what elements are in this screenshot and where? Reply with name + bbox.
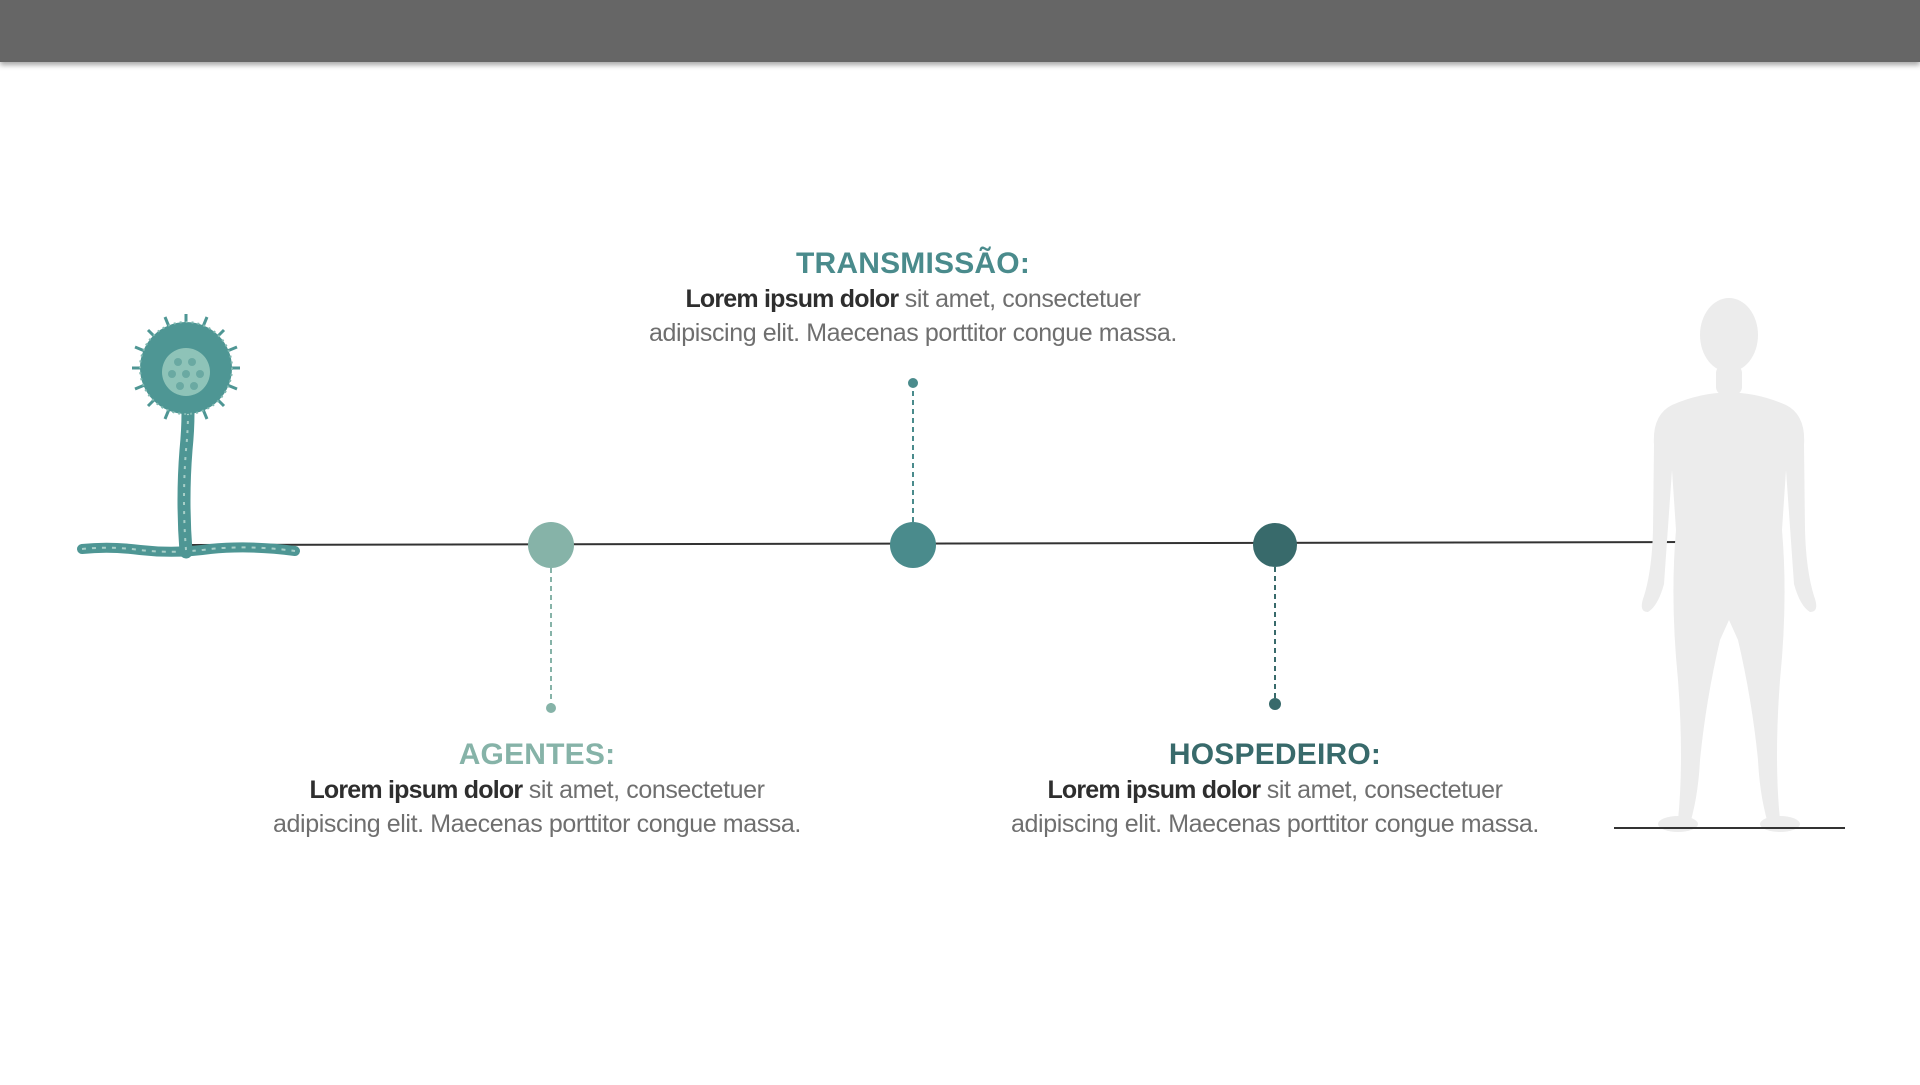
node-agentes bbox=[528, 522, 574, 713]
label-line2-hospedeiro: adipiscing elit. Maecenas porttitor cong… bbox=[1011, 810, 1539, 838]
label-line1-agentes: sit amet, consectetuer bbox=[528, 776, 765, 804]
label-title-transmissao: TRANSMISSÃO: bbox=[795, 247, 1031, 280]
label-line1-hospedeiro: sit amet, consectetuer bbox=[1266, 776, 1503, 804]
human-silhouette-icon bbox=[1641, 298, 1817, 832]
node-endpoint-hospedeiro bbox=[1269, 698, 1281, 710]
label-line2-transmissao: adipiscing elit. Maecenas porttitor cong… bbox=[649, 319, 1177, 347]
node-hospedeiro bbox=[1253, 523, 1297, 710]
node-endpoint-transmissao bbox=[908, 378, 918, 388]
label-title-agentes: AGENTES: bbox=[458, 738, 616, 771]
label-transmissao: TRANSMISSÃO: Lorem ipsum dolor sit amet,… bbox=[603, 246, 1223, 350]
node-marker-hospedeiro bbox=[1253, 523, 1297, 567]
label-lead-hospedeiro: Lorem ipsum dolor bbox=[1047, 776, 1261, 804]
label-line2-agentes: adipiscing elit. Maecenas porttitor cong… bbox=[273, 810, 801, 838]
label-hospedeiro: HOSPEDEIRO: Lorem ipsum dolor sit amet, … bbox=[965, 737, 1585, 841]
label-body-transmissao: Lorem ipsum dolor sit amet, consectetuer… bbox=[603, 282, 1223, 350]
timeline-axis bbox=[189, 541, 1686, 546]
label-lead-transmissao: Lorem ipsum dolor bbox=[685, 285, 899, 313]
label-line1-transmissao: sit amet, consectetuer bbox=[904, 285, 1141, 313]
label-title-hospedeiro: HOSPEDEIRO: bbox=[1168, 738, 1382, 771]
label-agentes: AGENTES: Lorem ipsum dolor sit amet, con… bbox=[227, 737, 847, 841]
fungus-sporangium-icon bbox=[77, 314, 300, 559]
node-transmissao bbox=[890, 378, 936, 568]
label-body-agentes: Lorem ipsum dolor sit amet, consectetuer… bbox=[227, 773, 847, 841]
node-endpoint-agentes bbox=[546, 703, 556, 713]
top-bar bbox=[0, 0, 1920, 62]
label-lead-agentes: Lorem ipsum dolor bbox=[309, 776, 523, 804]
node-marker-agentes bbox=[528, 522, 574, 568]
label-body-hospedeiro: Lorem ipsum dolor sit amet, consectetuer… bbox=[965, 773, 1585, 841]
node-marker-transmissao bbox=[890, 522, 936, 568]
